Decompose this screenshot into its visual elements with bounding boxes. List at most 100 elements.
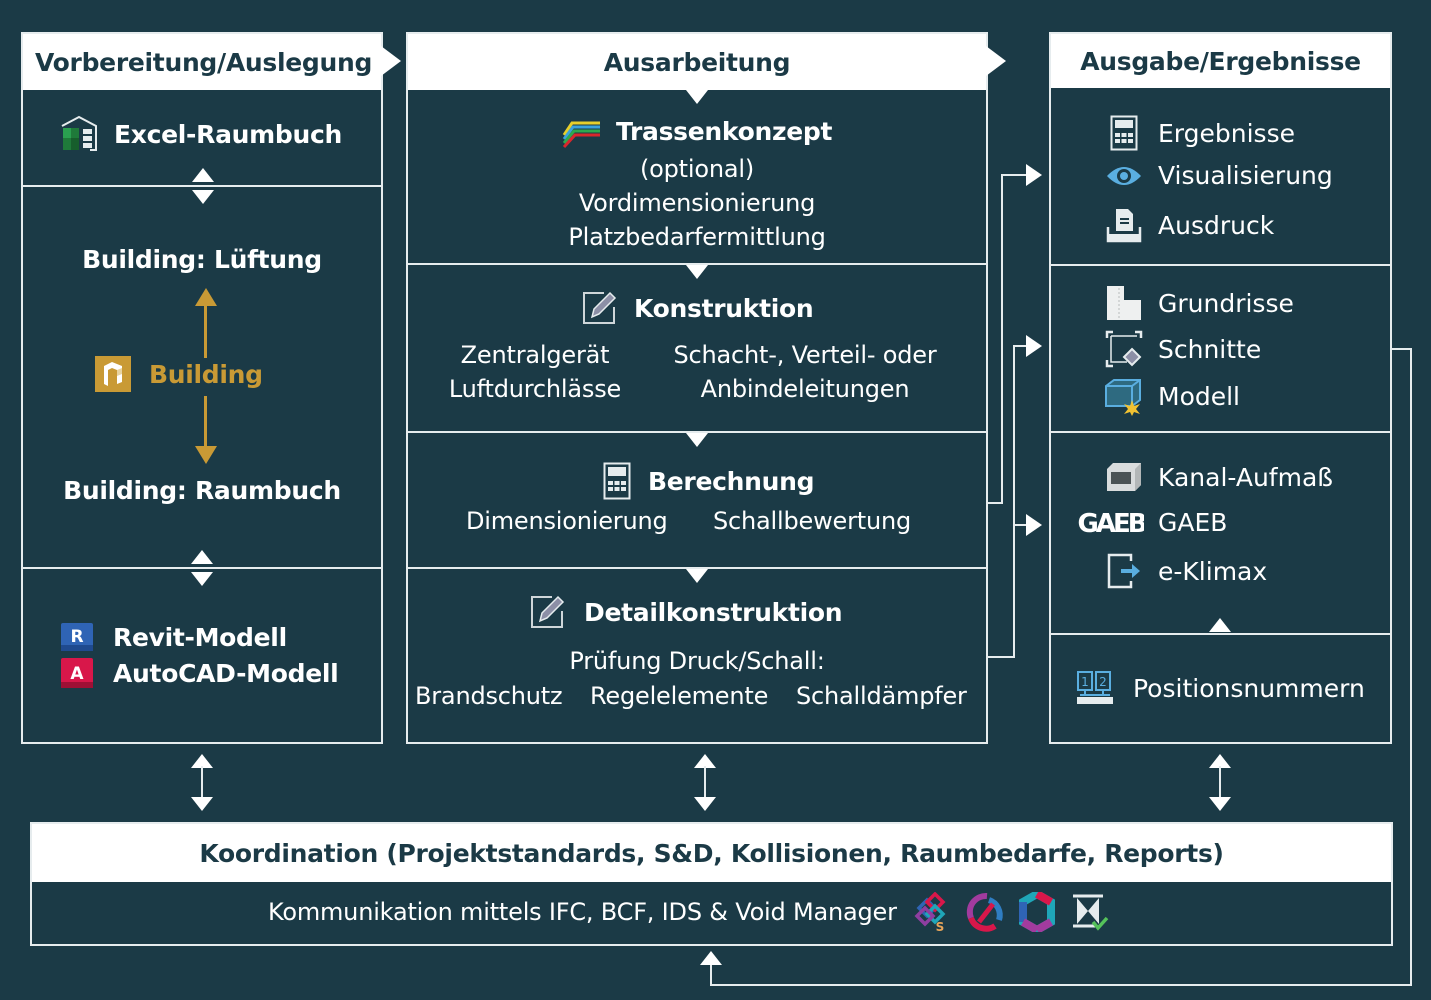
konstruktion-left: Zentralgerät [460, 341, 610, 369]
revit-icon: R [61, 623, 93, 651]
elaboration-header-label: Ausarbeitung [603, 47, 791, 77]
output-column [1049, 32, 1392, 744]
elaboration-header: Ausarbeitung [408, 34, 986, 90]
gold-arrow-line [204, 304, 207, 358]
coordination-body-label: Kommunikation mittels IFC, BCF, IDS & Vo… [268, 898, 897, 926]
autocad-label: AutoCAD-Modell [113, 658, 339, 688]
coordination-body: Kommunikation mittels IFC, BCF, IDS & Vo… [268, 892, 1109, 932]
connector-line [1013, 345, 1015, 658]
output-label: Ausdruck [1158, 210, 1275, 240]
ifc-logo-icon: S [914, 892, 946, 932]
revit-item: R Revit-Modell [59, 621, 287, 653]
position-numbers-icon: 1 2 [1077, 671, 1113, 704]
autocad-icon: A [61, 658, 93, 688]
berechnung-item: Schallbewertung [713, 507, 912, 535]
detail-item: Brandschutz [415, 682, 563, 710]
detail-title-row: Detailkonstruktion [528, 593, 843, 631]
preparation-column [21, 32, 383, 744]
berechnung-item: Dimensionierung [466, 507, 668, 535]
output-label: GAEB [1158, 507, 1228, 537]
double-arrow-up-icon [1209, 754, 1231, 768]
model-3d-icon [1105, 379, 1141, 416]
flow-arrow-icon [686, 569, 708, 583]
connector-arrow-up-icon [700, 951, 722, 965]
double-arrow-line [704, 766, 706, 798]
flow-arrow-icon [686, 265, 708, 279]
svg-text:R: R [70, 627, 83, 647]
connector-line [1392, 348, 1412, 350]
preparation-header-label: Vorbereitung/Auslegung [35, 47, 373, 77]
output-label: Modell [1158, 381, 1241, 411]
printer-icon [1106, 209, 1142, 243]
double-arrow-down-icon [1209, 797, 1231, 811]
detail-item: Schalldämpfer [796, 682, 967, 710]
elaboration-column [406, 32, 988, 744]
arrow-down-icon [192, 190, 214, 204]
gold-arrow-up-icon [195, 288, 217, 306]
arrow-up-icon [192, 168, 214, 182]
output-item-visualisierung: Visualisierung [1104, 161, 1333, 190]
trassen-line: (optional) [640, 155, 754, 183]
coordination-box [30, 822, 1393, 946]
header-arrow-right-icon [986, 46, 1006, 76]
output-item-modell: Modell [1104, 376, 1240, 416]
floorplan-icon [1107, 286, 1141, 320]
svg-text:1: 1 [1081, 675, 1089, 689]
double-arrow-up-icon [694, 754, 716, 768]
trassen-line: Platzbedarfermittlung [568, 223, 826, 251]
output-header-label: Ausgabe/Ergebnisse [1080, 46, 1361, 76]
connector-line [710, 984, 1412, 986]
arrow-up-icon [191, 550, 213, 564]
eye-icon [1107, 166, 1141, 185]
divider [408, 431, 986, 433]
calculator-icon [1110, 115, 1138, 151]
building-lueftung-label: Building: Lüftung [82, 245, 322, 274]
divider [1051, 633, 1390, 635]
konstruktion-right: Anbindeleitungen [700, 375, 910, 403]
connector-line [1013, 524, 1027, 526]
excel-raumbuch-label: Excel-Raumbuch [114, 119, 343, 149]
section-icon [1105, 330, 1143, 368]
divider [23, 185, 381, 187]
building-app-icon [95, 356, 131, 392]
detail-item: Regelelemente [590, 682, 769, 710]
detail-title: Detailkonstruktion [584, 597, 843, 627]
gold-arrow-line [204, 396, 207, 446]
duct-icon [1107, 463, 1141, 491]
trassen-line: Vordimensionierung [578, 189, 816, 217]
flow-arrow-icon [686, 90, 708, 104]
connector-line [1001, 174, 1027, 176]
detail-line: Prüfung Druck/Schall: [569, 647, 825, 675]
flow-arrow-up-icon [1209, 618, 1231, 632]
connector-line [1410, 348, 1412, 986]
connector-arrow-icon [1026, 164, 1042, 186]
output-label: e-Klimax [1158, 556, 1268, 586]
output-label: Kanal-Aufmaß [1158, 462, 1334, 492]
berechnung-title-row: Berechnung [603, 462, 815, 500]
svg-text:S: S [935, 920, 944, 932]
edit-pencil-icon [583, 291, 617, 324]
double-arrow-down-icon [191, 797, 213, 811]
double-arrow-down-icon [694, 797, 716, 811]
output-label: Ergebnisse [1158, 118, 1295, 148]
gaeb-logo-icon: GAEB [1078, 509, 1144, 537]
divider [1051, 431, 1390, 433]
svg-text:2: 2 [1099, 675, 1107, 689]
preparation-header: Vorbereitung/Auslegung [23, 34, 381, 90]
output-item-ergebnisse: Ergebnisse [1104, 115, 1295, 151]
connector-line [988, 502, 1002, 504]
ids-logo-icon [1018, 892, 1055, 932]
building-label: Building [149, 359, 263, 389]
svg-text:GAEB: GAEB [1078, 509, 1144, 537]
export-icon [1107, 553, 1140, 589]
double-arrow-line [201, 766, 203, 798]
divider [408, 567, 986, 569]
gold-arrow-down-icon [195, 446, 217, 464]
void-manager-icon [1072, 894, 1109, 931]
konstruktion-right: Schacht-, Verteil- oder [673, 341, 937, 369]
konstruktion-left: Luftdurchlässe [448, 375, 622, 403]
output-label: Positionsnummern [1133, 673, 1365, 703]
konstruktion-title: Konstruktion [634, 293, 814, 323]
divider [408, 263, 986, 265]
connector-arrow-icon [1026, 514, 1042, 536]
